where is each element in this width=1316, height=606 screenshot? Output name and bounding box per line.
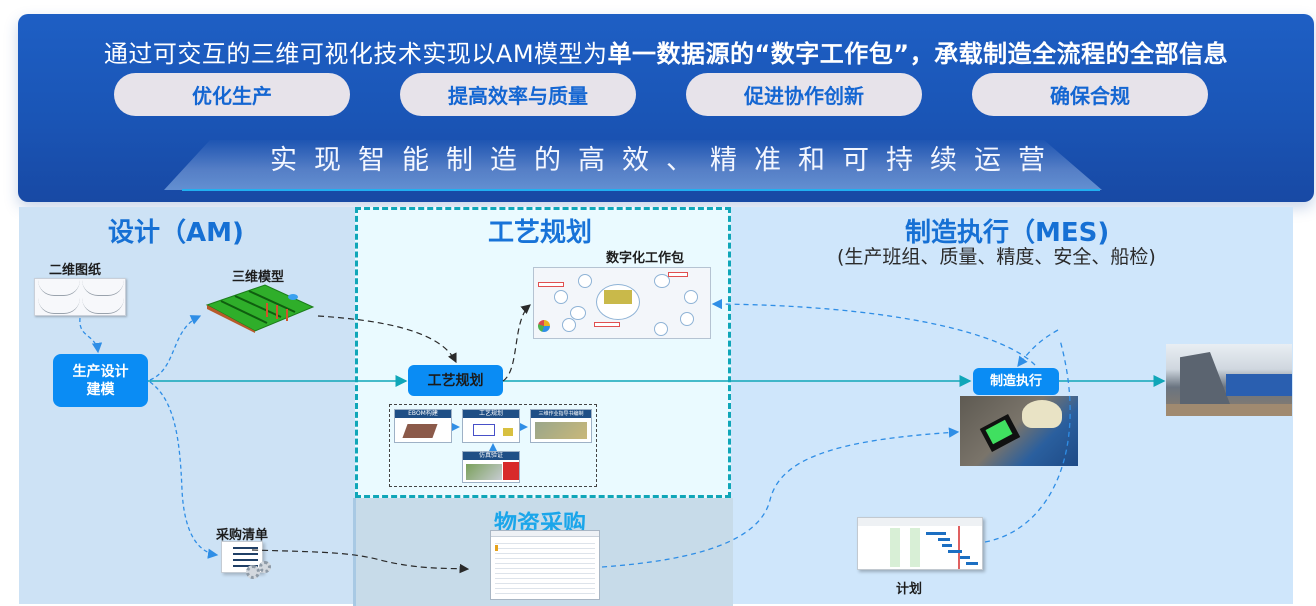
digital-work-package-label: 数字化工作包 [606,251,685,266]
flow-step-process-planning: 工艺规划 [462,409,520,443]
planning-section-title: 工艺规划 [488,218,593,248]
slogan-platform [164,140,1102,190]
model-3d-label: 三维模型 [232,270,285,285]
banner-slogan: 实现智能制造的高效、精准和可持续运营 [270,145,1062,176]
ship-block-photo [1166,344,1292,416]
process-planning-label: 工艺规划 [427,372,484,389]
pill-collaboration-innovation: 促进协作创新 [686,73,922,116]
planning-flow-box: EBOM构建 工艺规划 三维作业指导书编制 仿真验证 [389,404,597,487]
flow-step-ebom: EBOM构建 [394,409,452,443]
drawing-2d-label: 二维图纸 [49,263,102,278]
worker-tablet-photo [960,396,1078,466]
slogan-underline [182,189,1100,191]
flow-step-simulation: 仿真验证 [462,451,520,483]
pill-optimize-production: 优化生产 [114,73,350,116]
flow-step-3d-instructions: 三维作业指导书编制 [530,409,592,443]
headline-normal: 通过可交互的三维可视化技术实现以AM模型为 [103,40,608,68]
drawing-2d-image [34,278,126,316]
pill-compliance: 确保合规 [972,73,1208,116]
header-banner: 通过可交互的三维可视化技术实现以AM模型为单一数据源的“数字工作包”，承载制造全… [18,14,1314,202]
mes-section-subtitle: (生产班组、质量、精度、安全、船检) [837,246,1156,268]
schedule-gantt-image [857,517,983,570]
design-section-title: 设计（AM) [108,218,244,248]
banner-headline: 通过可交互的三维可视化技术实现以AM模型为单一数据源的“数字工作包”，承载制造全… [18,38,1314,70]
manufacturing-execution-label: 制造执行 [989,373,1042,389]
production-design-modeling-node: 生产设计 建模 [53,354,148,407]
mes-section-title: 制造执行（MES) [905,218,1110,248]
gear-icon [246,565,260,579]
manufacturing-execution-node: 制造执行 [973,368,1059,395]
procurement-erp-image [490,530,600,600]
process-planning-node: 工艺规划 [408,365,503,396]
digital-work-package-image [533,267,711,339]
production-design-modeling-label: 生产设计 建模 [72,363,129,398]
schedule-label: 计划 [896,582,923,597]
model-3d-image [205,283,315,333]
pill-efficiency-quality: 提高效率与质量 [400,73,636,116]
purchase-list-label: 采购清单 [216,528,269,543]
gear-icon [259,561,271,573]
headline-bold: 单一数据源的“数字工作包”，承载制造全流程的全部信息 [607,40,1229,68]
